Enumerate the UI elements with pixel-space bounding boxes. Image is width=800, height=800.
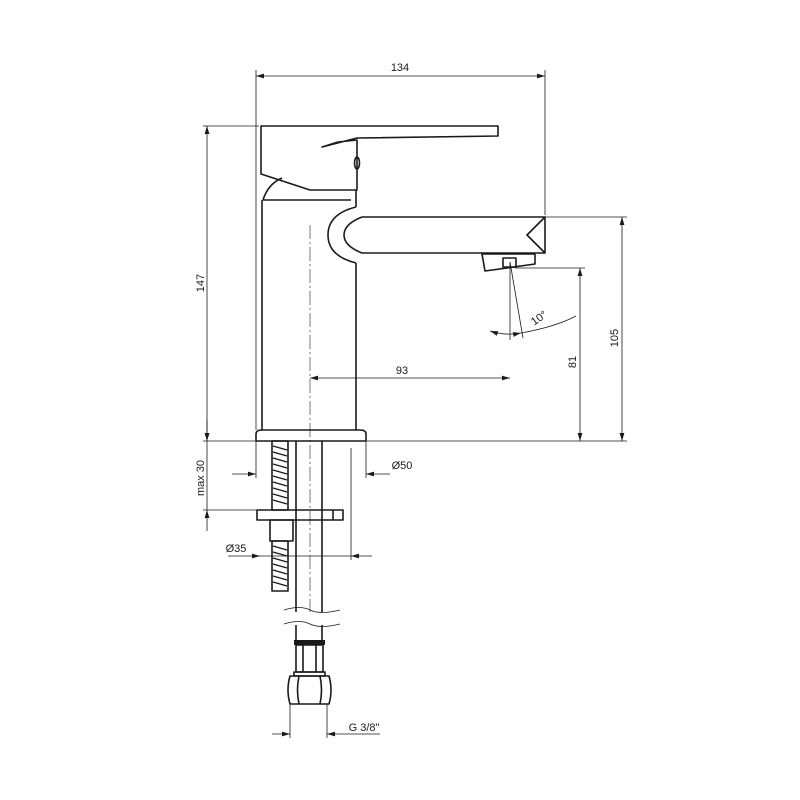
handle-screw — [353, 156, 361, 170]
dimension-max30 — [203, 420, 258, 531]
dim-label-134: 134 — [391, 62, 409, 74]
faucet-body — [261, 190, 357, 430]
dimension-thread — [272, 704, 380, 738]
dimension-147 — [203, 125, 627, 442]
dimension-angle — [489, 261, 577, 340]
dimension-81 — [515, 267, 585, 441]
dimension-134 — [255, 70, 546, 430]
dim-label-max30: max 30 — [195, 460, 207, 496]
break-line — [283, 607, 341, 627]
dim-label-10deg: 10° — [529, 309, 550, 328]
spout-tip — [526, 216, 546, 254]
aerator-insert — [502, 257, 517, 268]
dim-label-81: 81 — [567, 356, 579, 368]
dim-label-147: 147 — [195, 274, 207, 292]
dimension-d35 — [228, 448, 372, 560]
dim-label-93: 93 — [396, 365, 408, 377]
supply-hose — [295, 441, 323, 640]
mounting-plate — [256, 509, 344, 521]
base-flange — [255, 429, 367, 442]
dim-label-d50: Ø50 — [392, 460, 413, 472]
dim-label-thread: G 3/8" — [349, 722, 380, 734]
threaded-rod — [271, 440, 289, 592]
dim-label-105: 105 — [609, 329, 621, 347]
dimension-105 — [545, 216, 627, 441]
lever-handle — [260, 125, 499, 191]
aerator — [481, 253, 536, 272]
hose-connector — [287, 640, 332, 705]
dimension-d50 — [232, 441, 390, 478]
spout — [327, 206, 546, 264]
mounting-nut — [269, 519, 294, 542]
body-dome — [262, 177, 283, 201]
dim-label-d35: Ø35 — [226, 543, 247, 555]
